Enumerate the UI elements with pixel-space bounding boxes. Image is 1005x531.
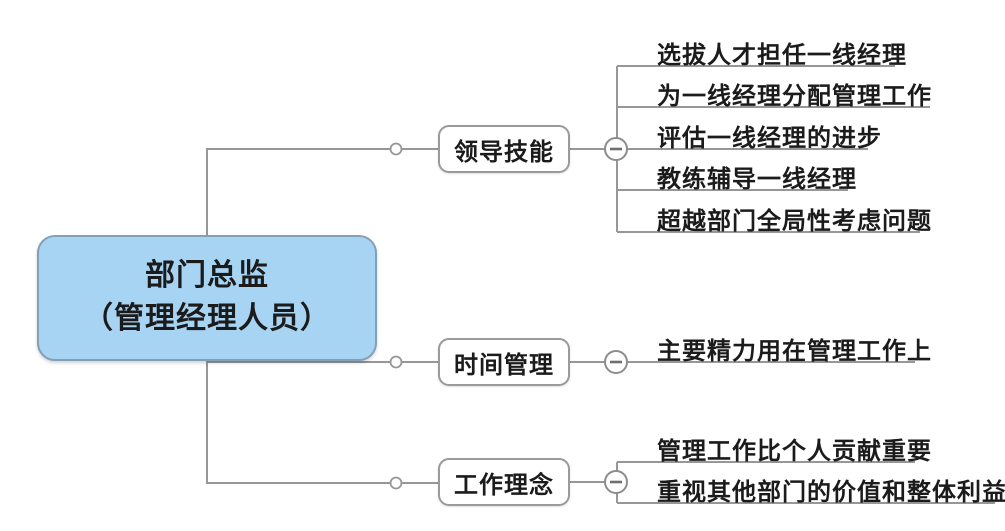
- branch-node-leadership-skills[interactable]: 领导技能: [438, 125, 570, 173]
- leaf-item[interactable]: 重视其他部门的价值和整体利益: [657, 479, 1005, 506]
- collapse-button-minus-icon[interactable]: [604, 137, 628, 161]
- leaf-item[interactable]: 评估一线经理的进步: [657, 125, 882, 152]
- branch-label: 时间管理: [454, 351, 554, 379]
- leaf-item[interactable]: 管理工作比个人贡献重要: [657, 438, 932, 465]
- leaf-item[interactable]: 主要精力用在管理工作上: [657, 338, 932, 365]
- leaf-item[interactable]: 教练辅导一线经理: [657, 166, 857, 193]
- branch-node-work-philosophy[interactable]: 工作理念: [438, 458, 570, 506]
- root-node[interactable]: 部门总监 （管理经理人员）: [37, 235, 377, 361]
- collapse-buttons: [604, 137, 628, 494]
- branch-label: 工作理念: [454, 471, 554, 499]
- junction-dot-icon: [389, 142, 403, 156]
- branch-node-time-management[interactable]: 时间管理: [438, 338, 570, 386]
- branch-label: 领导技能: [454, 138, 554, 166]
- junction-dot-icon: [389, 355, 403, 369]
- junction-dot-icon: [389, 476, 403, 490]
- leaf-item[interactable]: 为一线经理分配管理工作: [657, 83, 932, 110]
- collapse-button-minus-icon[interactable]: [604, 470, 628, 494]
- junction-dots: [389, 142, 403, 490]
- collapse-button-minus-icon[interactable]: [604, 350, 628, 374]
- leaf-item[interactable]: 超越部门全局性考虑问题: [657, 208, 932, 235]
- root-title-line1: 部门总监: [145, 259, 269, 293]
- root-title-line2: （管理经理人员）: [83, 302, 331, 335]
- leaf-item[interactable]: 选拔人才担任一线经理: [657, 42, 907, 69]
